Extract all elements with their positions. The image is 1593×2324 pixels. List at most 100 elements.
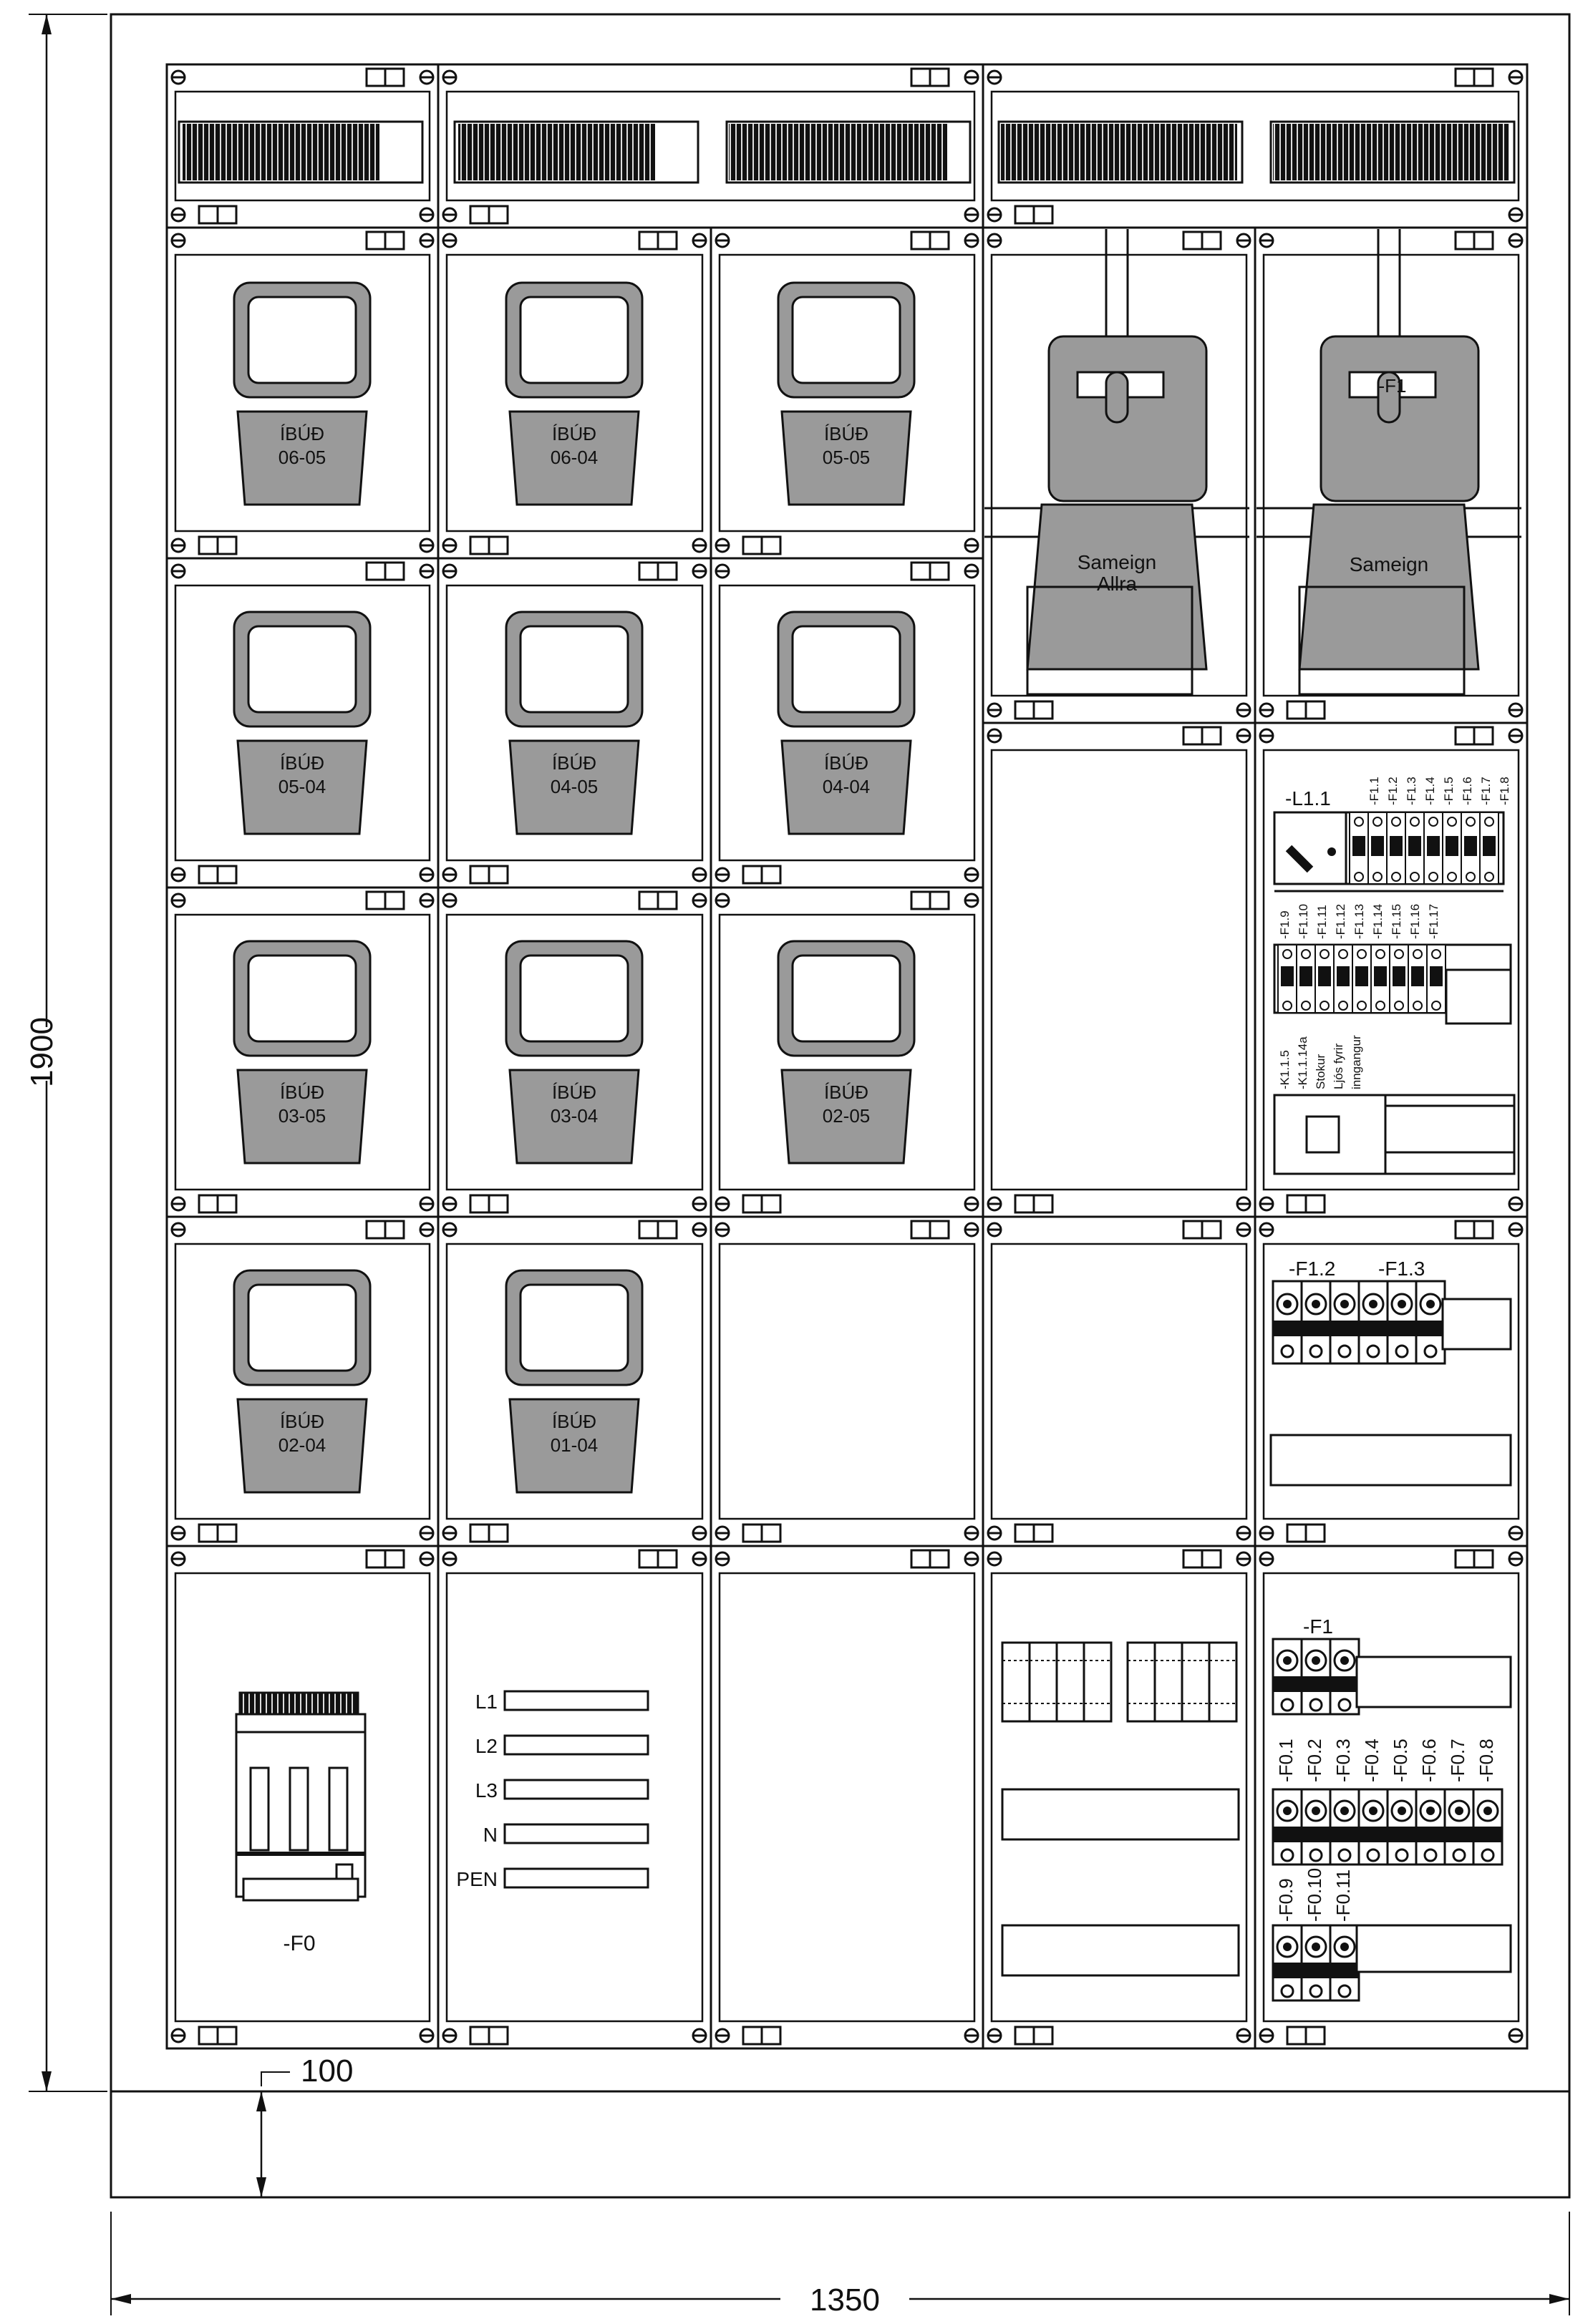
breaker-label: -F1.16 (1408, 904, 1422, 939)
screw-icon (419, 1222, 435, 1238)
screw-icon (715, 233, 730, 248)
breaker-label: -F1.14 (1371, 904, 1385, 939)
screw-icon (170, 233, 186, 248)
screw-icon (419, 1196, 435, 1212)
screw-icon (692, 1222, 707, 1238)
terminal-block (1055, 1641, 1085, 1723)
latch-icon (910, 1549, 950, 1569)
fuse-holder (1300, 1280, 1332, 1365)
latch-icon (198, 535, 238, 555)
screw-icon (715, 563, 730, 579)
screw-icon (442, 2028, 457, 2043)
apartment-meter-label: ÍBÚÐ (280, 1411, 324, 1432)
latch-icon (1182, 230, 1222, 251)
terminal-strip-2 (453, 120, 699, 184)
screw-icon (170, 1196, 186, 1212)
width-dimension: 1350 (110, 2212, 1570, 2318)
latch-icon (469, 205, 509, 225)
latch-icon (1014, 700, 1054, 720)
breaker-label: -F1.1 (1367, 777, 1381, 805)
latch-icon (742, 865, 782, 885)
breaker (1461, 812, 1481, 885)
breaker (1370, 944, 1390, 1013)
breaker-label: -F1.9 (1278, 910, 1292, 939)
screw-icon (987, 207, 1002, 223)
screw-icon (692, 1551, 707, 1567)
busbar-label: N (483, 1824, 498, 1846)
breaker-label: -F1.2 (1386, 777, 1400, 805)
screw-icon (1508, 1222, 1524, 1238)
screw-icon (1508, 207, 1524, 223)
fuse-holder (1329, 1638, 1360, 1716)
distribution-panel: -L1.1 -F1.1-F1.2-F1.3-F1.4-F1.5-F1.6-F1.… (1273, 777, 1516, 1175)
fuse-group-1-label: -F1.2 (1289, 1258, 1335, 1280)
latch-icon (469, 865, 509, 885)
fuse-holder (1272, 1924, 1303, 2002)
screw-icon (442, 893, 457, 908)
breaker (1423, 812, 1443, 885)
latch-icon (469, 535, 509, 555)
fuse-label: -F0.6 (1418, 1739, 1440, 1782)
apartment-meter-label: ÍBÚÐ (824, 752, 868, 774)
latch-icon (198, 1194, 238, 1214)
terminal-block-panel (1001, 1641, 1240, 1977)
apartment-meter-number: 04-04 (823, 776, 871, 797)
apartment-meter-number: 05-04 (279, 776, 326, 797)
contactor-label: -L1.1 (1285, 787, 1331, 809)
latch-icon (638, 230, 678, 251)
screw-icon (442, 563, 457, 579)
screw-icon (1259, 1196, 1274, 1212)
apartment-meter-number: 03-05 (279, 1105, 326, 1127)
latch-icon (742, 535, 782, 555)
screw-icon (442, 867, 457, 883)
breaker (1367, 812, 1388, 885)
common-meter-2-line1: Sameign (1350, 553, 1429, 575)
latch-icon (1286, 700, 1326, 720)
screw-icon (442, 1196, 457, 1212)
panel-frame (165, 1545, 440, 2050)
screw-icon (692, 1196, 707, 1212)
screw-icon (1508, 1551, 1524, 1567)
apartment-meter-label: ÍBÚÐ (824, 1081, 868, 1103)
latch-icon (469, 2026, 509, 2046)
plinth-dimension: 100 (256, 2053, 353, 2197)
screw-icon (442, 1525, 457, 1541)
screw-icon (692, 2028, 707, 2043)
breaker-label: -F1.8 (1498, 777, 1511, 805)
screw-icon (964, 1222, 979, 1238)
breaker (1333, 944, 1353, 1013)
screw-icon (1236, 728, 1251, 744)
screw-icon (1508, 69, 1524, 85)
apartment-meter-label: ÍBÚÐ (552, 1081, 596, 1103)
fuse-label: -F0.1 (1275, 1739, 1297, 1782)
fuse-holder (1329, 1280, 1360, 1365)
screw-icon (442, 1551, 457, 1567)
screw-icon (715, 538, 730, 553)
screw-icon (987, 1222, 1002, 1238)
busbar-row: N (483, 1823, 649, 1846)
screw-icon (715, 893, 730, 908)
panel-frame (982, 1215, 1257, 1547)
screw-icon (987, 728, 1002, 744)
main-fuses-top-label: -F1 (1303, 1615, 1333, 1638)
fuse-holder (1386, 1280, 1418, 1365)
fuse-groups-panel: -F1.2 -F1.3 (1269, 1258, 1512, 1487)
breaker-label: -F1.17 (1427, 904, 1441, 939)
terminal-block (1126, 1641, 1156, 1723)
control-label: -K1.1.5 (1278, 1050, 1292, 1089)
latch-icon (910, 67, 950, 87)
screw-icon (419, 233, 435, 248)
latch-icon (365, 1220, 405, 1240)
apartment-meter-label: ÍBÚÐ (552, 1411, 596, 1432)
terminal-strip-3 (725, 120, 972, 184)
breaker-label: -F1.10 (1297, 904, 1310, 939)
busbar-row: L1 (475, 1690, 649, 1713)
common-meter-1-line1: Sameign (1078, 551, 1157, 573)
breaker (1352, 944, 1372, 1013)
main-switch-label: -F0 (284, 1932, 316, 1955)
screw-icon (964, 1551, 979, 1567)
screw-icon (1259, 233, 1274, 248)
